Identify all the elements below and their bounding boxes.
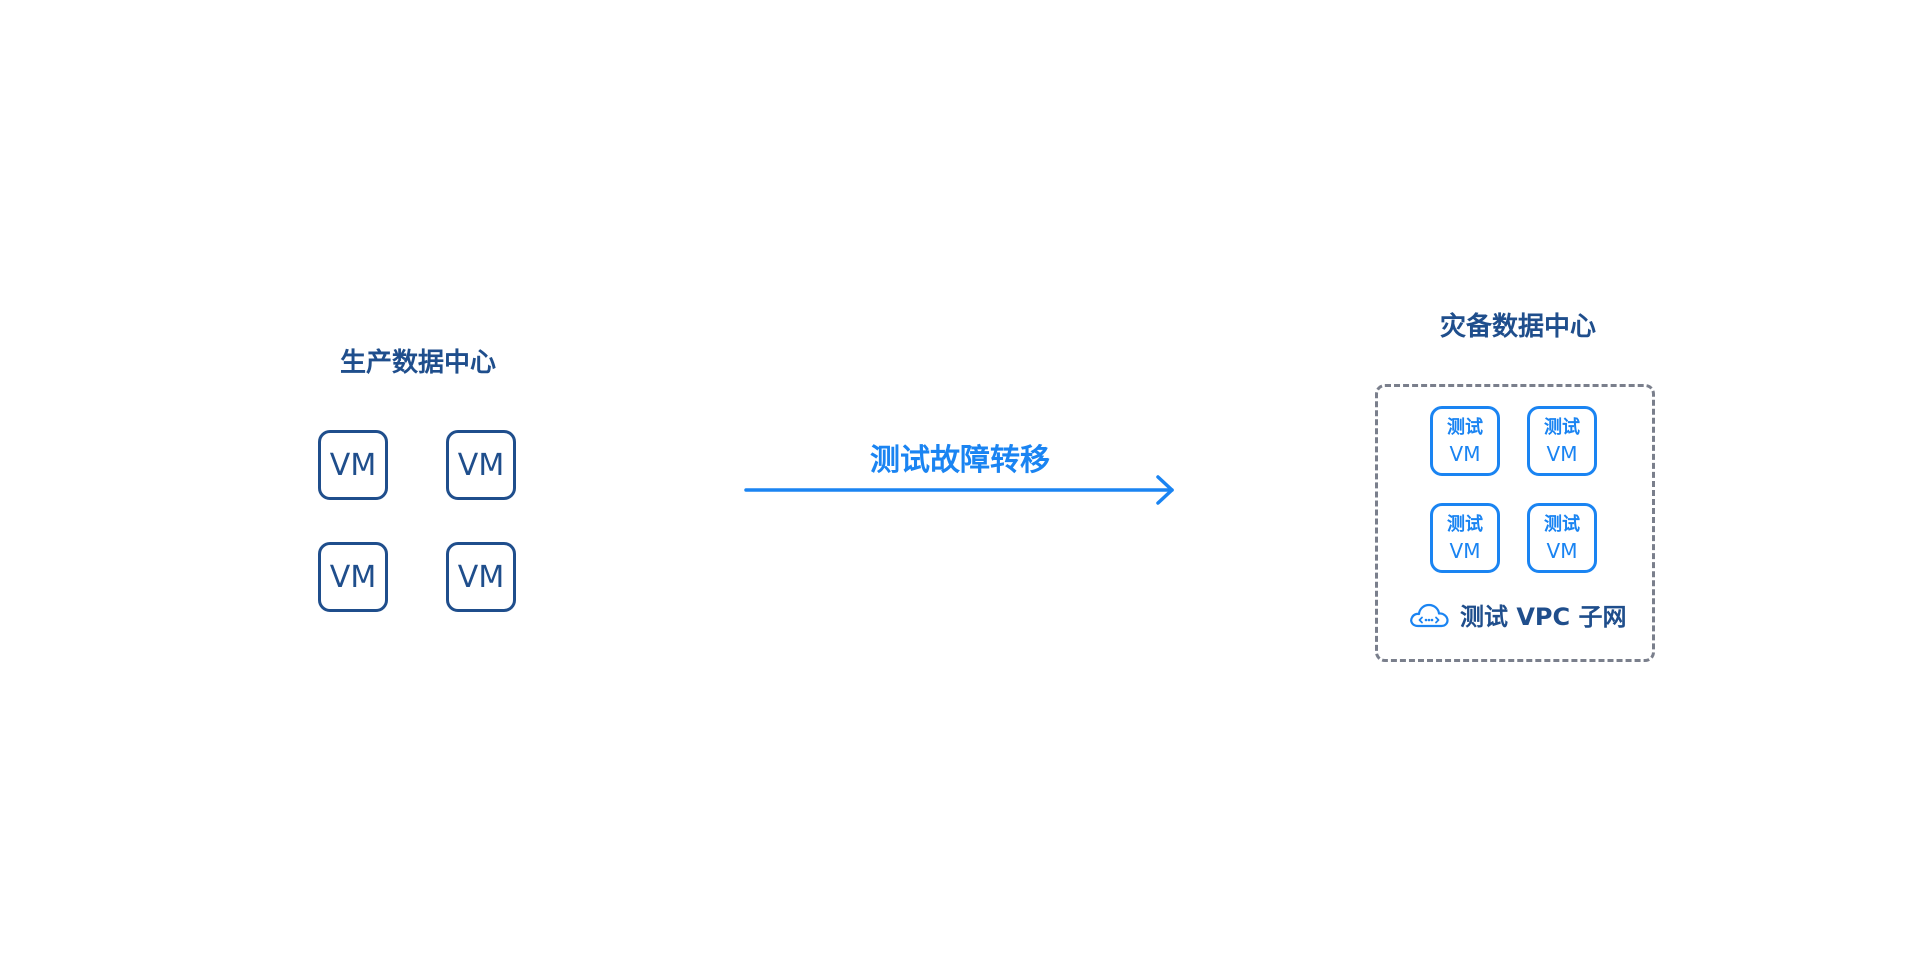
- test-vpc-subnet: 测试 VPC 子网: [1408, 597, 1627, 632]
- production-vm: VM: [446, 542, 516, 612]
- test-vm: 测试 VM: [1527, 406, 1597, 476]
- test-vm: 测试 VM: [1430, 406, 1500, 476]
- test-vm: 测试 VM: [1527, 503, 1597, 573]
- test-vm-label: 测试: [1447, 514, 1483, 535]
- production-vm: VM: [318, 542, 388, 612]
- test-vm-type: VM: [1546, 539, 1578, 563]
- test-vm-label: 测试: [1447, 417, 1483, 438]
- production-vm: VM: [318, 430, 388, 500]
- dr-dc-title: 灾备数据中心: [1439, 312, 1596, 342]
- test-vm-type: VM: [1546, 442, 1578, 466]
- test-vm-label: 测试: [1544, 417, 1580, 438]
- cloud-network-icon: [1410, 603, 1449, 627]
- failover-arrow-icon: [744, 475, 1174, 505]
- test-vm-label: 测试: [1544, 514, 1580, 535]
- production-vm: VM: [446, 430, 516, 500]
- failover-label: 测试故障转移: [870, 443, 1050, 478]
- dr-vpc-container: [1375, 384, 1655, 662]
- production-dc-title: 生产数据中心: [339, 348, 496, 378]
- test-vm-type: VM: [1449, 442, 1481, 466]
- test-vm-type: VM: [1449, 539, 1481, 563]
- test-vm: 测试 VM: [1430, 503, 1500, 573]
- subnet-label: 测试 VPC 子网: [1460, 603, 1627, 631]
